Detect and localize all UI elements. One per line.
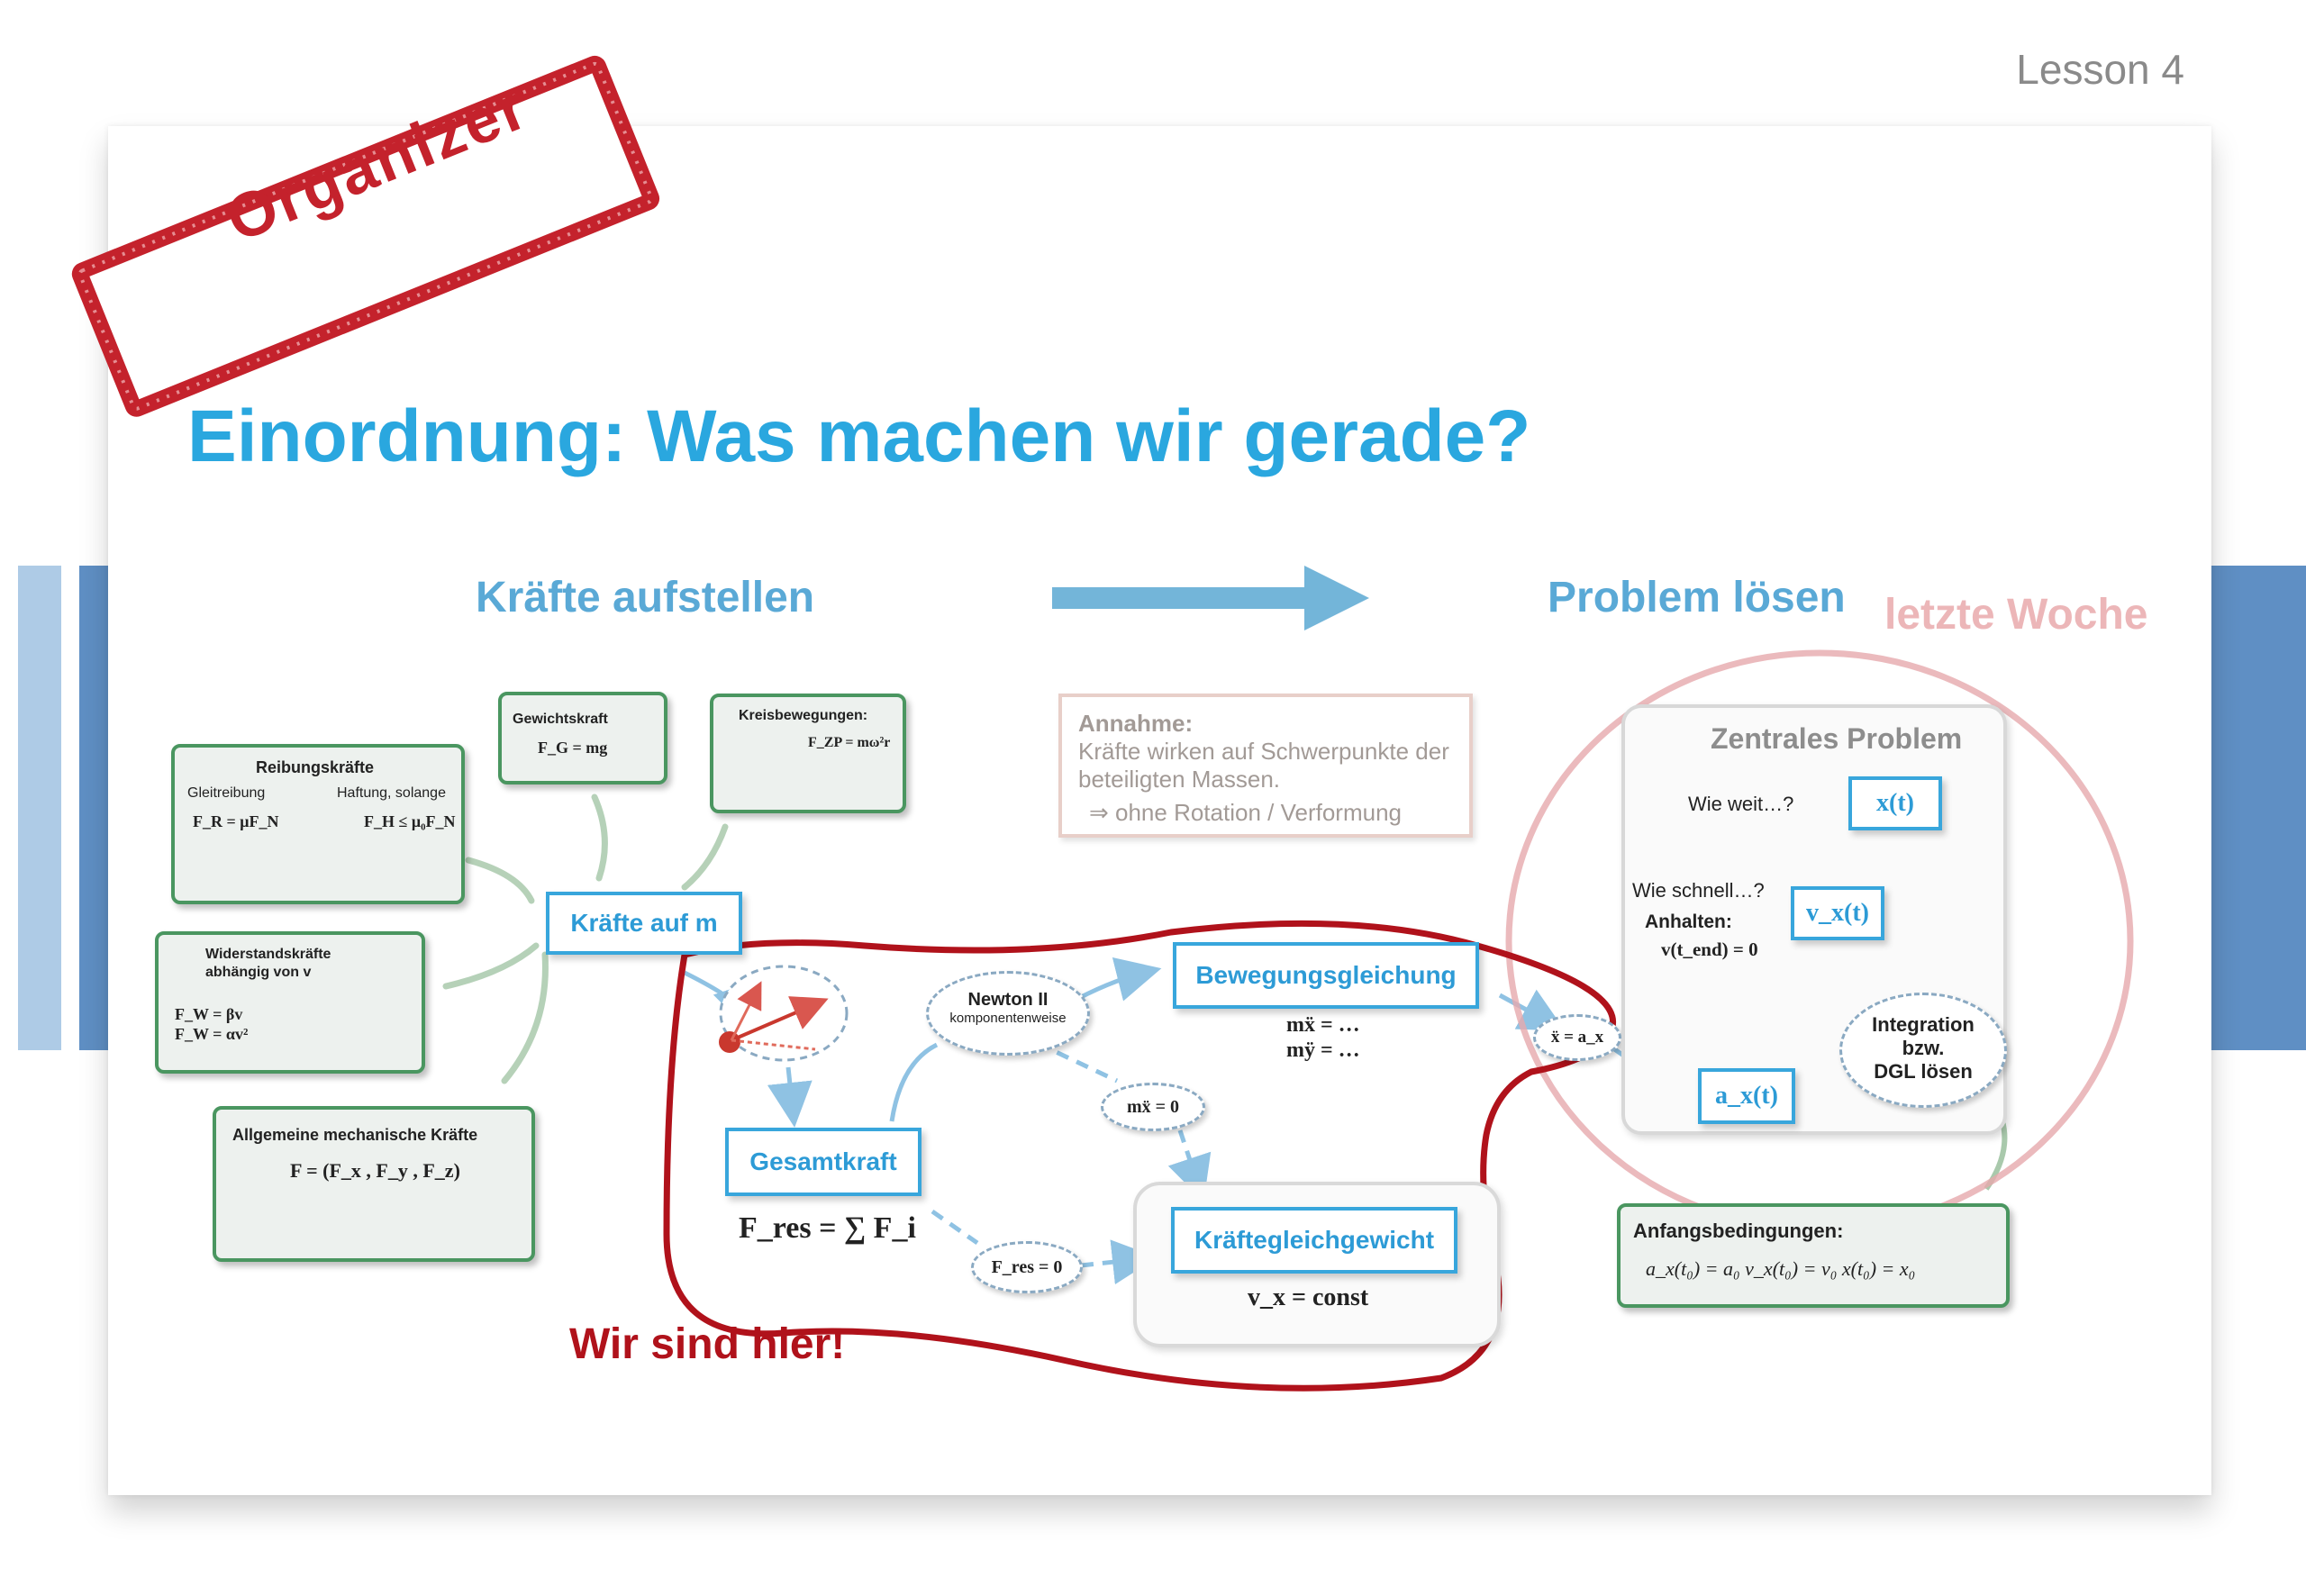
left-side-bar-light xyxy=(18,566,61,1050)
node-v-t: v_x(t) xyxy=(1791,886,1884,940)
header-kraefte-aufstellen: Kräfte aufstellen xyxy=(476,574,815,621)
gleichgewicht-formula: v_x = const xyxy=(1248,1283,1369,1311)
annahme-line-3: ⇒ ohne Rotation / Verformung xyxy=(1089,799,1402,826)
bubble-fres-zero: F_res = 0 xyxy=(971,1241,1083,1293)
anfang-formula: a_x(t₀) = a₀ v_x(t₀) = v₀ x(t₀) = x₀ xyxy=(1646,1257,1916,1280)
flow-connectors-dashed xyxy=(931,1031,1212,1285)
node-gesamtkraft: Gesamtkraft xyxy=(725,1128,921,1196)
current-focus-outline xyxy=(663,920,1617,1392)
gewicht-formula: F_G = mg xyxy=(538,739,608,757)
haftung-label: Haftung, solange xyxy=(337,785,446,801)
gesamtkraft-formula: F_res = ∑ F_i xyxy=(739,1211,916,1245)
lesson-label: Lesson 4 xyxy=(2016,46,2184,93)
page-title: Einordnung: Was machen wir gerade? xyxy=(187,395,1531,477)
force-vectors-illustration xyxy=(719,965,849,1062)
card-title: Allgemeine mechanische Kräfte xyxy=(232,1126,478,1144)
node-kraefte-auf-m: Kräfte auf m xyxy=(546,892,742,955)
card-title: Widerstandskräfte abhängig von v xyxy=(205,947,331,980)
annahme-title: Annahme: xyxy=(1078,710,1194,737)
integration-line-2: bzw. xyxy=(1902,1037,1945,1059)
gleitreibung-label: Gleitreibung xyxy=(187,785,266,801)
wir-sind-hier-label: Wir sind hier! xyxy=(569,1320,846,1368)
allgemein-formula: F = (F_x , F_y , F_z) xyxy=(290,1159,460,1182)
zentral-title: Zentrales Problem xyxy=(1711,722,1963,755)
card-widerstandskraefte: Widerstandskräfte abhängig von v F_W = β… xyxy=(155,931,425,1074)
integration-line-1: Integration xyxy=(1872,1013,1975,1036)
right-side-bar xyxy=(2211,566,2306,1050)
bubble-integration: Integration bzw. DGL lösen xyxy=(1839,993,2007,1108)
header-problem-loesen: Problem lösen xyxy=(1548,574,1846,621)
integration-line-3: DGL lösen xyxy=(1874,1060,1973,1083)
organizer-stamp xyxy=(71,55,660,417)
card-title: Kreisbewegungen: xyxy=(739,708,868,723)
bubble-mx-zero: mẍ = 0 xyxy=(1101,1083,1205,1131)
card-allgemeine-kraefte: Allgemeine mechanische Kräfte F = (F_x ,… xyxy=(213,1106,535,1262)
annahme-line-2: beteiligten Massen. xyxy=(1078,766,1281,793)
kreis-formula: F_ZP = mω²r xyxy=(808,735,891,750)
annahme-box: Annahme: Kräfte wirken auf Schwerpunkte … xyxy=(1058,694,1473,838)
newton-line-2: komponentenweise xyxy=(949,1011,1067,1026)
bewegung-formula-2: mÿ = … xyxy=(1286,1038,1360,1062)
node-a-t: a_x(t) xyxy=(1698,1068,1795,1124)
node-bewegungsgleichung: Bewegungsgleichung xyxy=(1173,942,1479,1009)
card-gewichtskraft: Gewichtskraft F_G = mg xyxy=(498,692,667,784)
wie-schnell-label: Wie schnell…? xyxy=(1632,879,1765,902)
gleitreibung-formula: F_R = μF_N xyxy=(193,812,279,830)
newton-line-1: Newton II xyxy=(967,990,1049,1010)
header-arrow xyxy=(1052,566,1369,630)
bewegung-formula-1: mẍ = … xyxy=(1286,1013,1360,1037)
card-kreisbewegungen: Kreisbewegungen: F_ZP = mω²r xyxy=(710,694,906,813)
node-x-t: x(t) xyxy=(1848,776,1942,830)
widerstand-formula-2: F_W = αv² xyxy=(175,1025,249,1043)
bubble-xdd-ax: ẍ = a_x xyxy=(1533,1014,1621,1061)
node-kraeftegleichgewicht: Kräftegleichgewicht xyxy=(1171,1207,1457,1274)
card-anfangsbedingungen: Anfangsbedingungen: a_x(t₀) = a₀ v_x(t₀)… xyxy=(1617,1203,2010,1308)
bubble-newton-ii: Newton II komponentenweise xyxy=(926,971,1090,1056)
card-connectors xyxy=(442,793,729,1084)
annahme-line-1: Kräfte wirken auf Schwerpunkte der xyxy=(1078,738,1449,765)
header-letzte-woche: letzte Woche xyxy=(1884,591,2148,639)
haftung-formula: F_H ≤ μ₀F_N xyxy=(364,812,456,830)
card-title: Gewichtskraft xyxy=(513,712,608,727)
card-reibungskraefte: Reibungskräfte Gleitreibung Haftung, sol… xyxy=(171,744,465,904)
anhalten-formula: v(t_end) = 0 xyxy=(1661,939,1758,960)
card-title: Reibungskräfte xyxy=(256,758,375,776)
anhalten-label: Anhalten: xyxy=(1645,911,1732,932)
widerstand-formula-1: F_W = βv xyxy=(175,1005,243,1023)
wie-weit-label: Wie weit…? xyxy=(1688,793,1794,815)
card-title: Anfangsbedingungen: xyxy=(1633,1220,1844,1242)
